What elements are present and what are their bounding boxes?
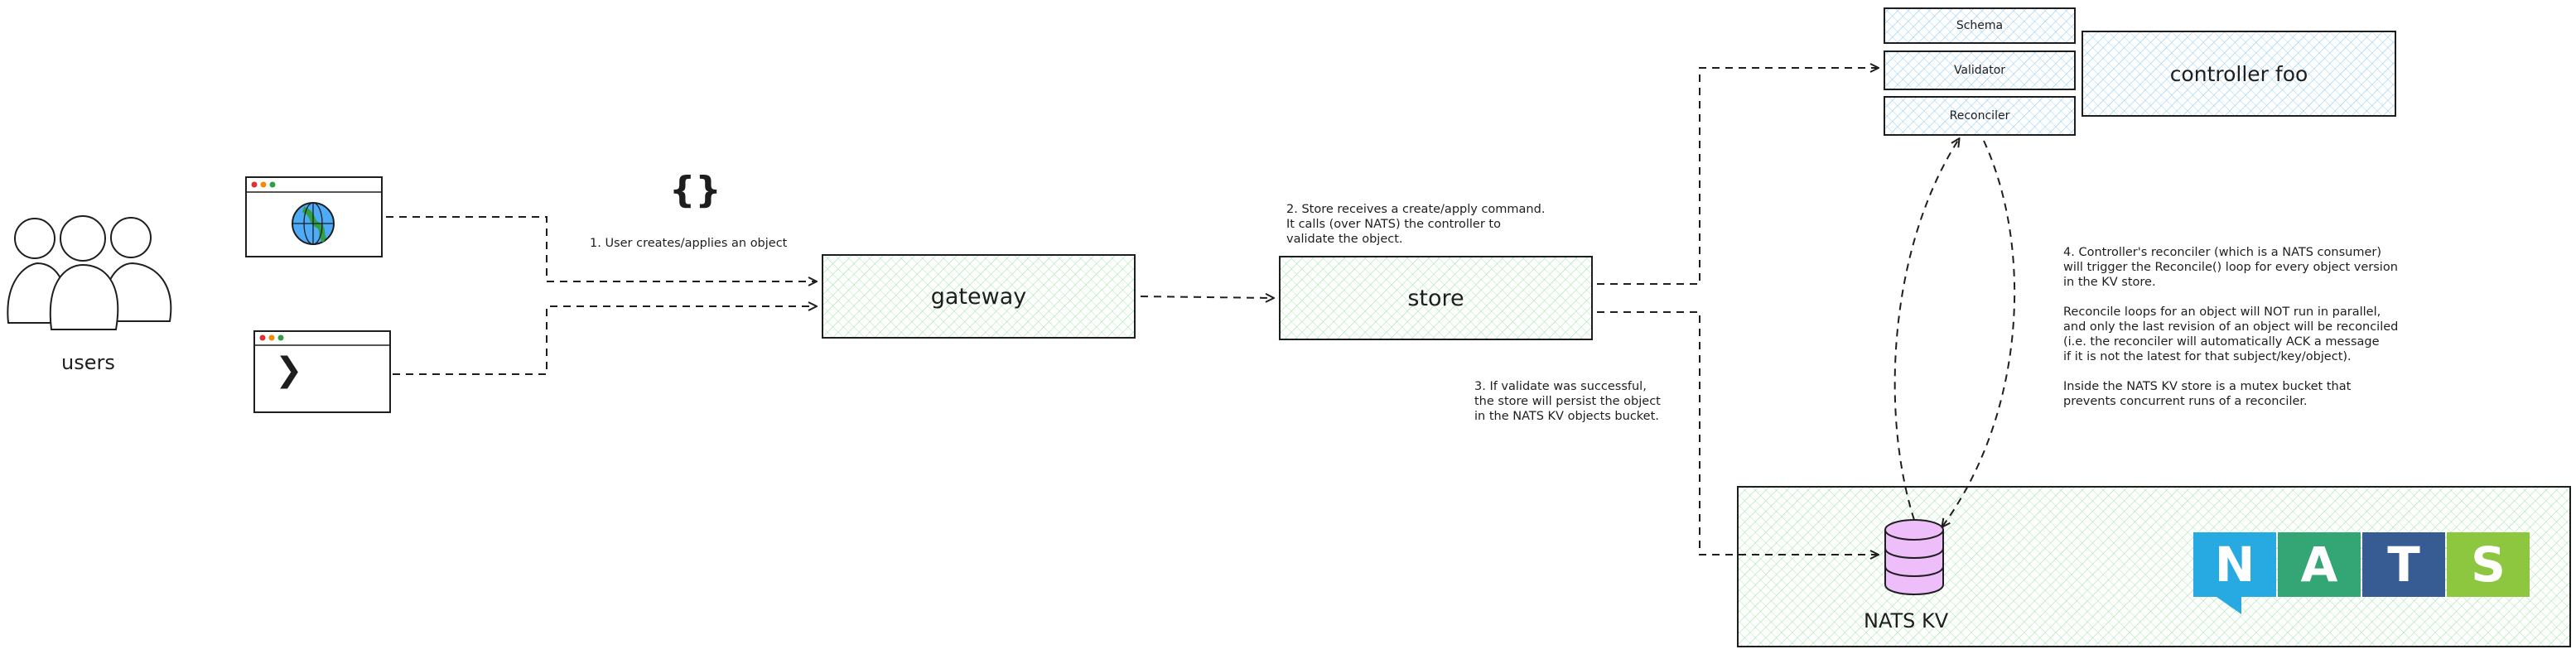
store-box [1279, 256, 1593, 340]
validator-box [1884, 50, 2076, 90]
users-icon [7, 215, 172, 330]
gateway-box [822, 254, 1136, 339]
step2-note: 2. Store receives a create/apply command… [1286, 203, 1546, 246]
reconciler-box [1884, 96, 2076, 136]
nats-logo [2193, 532, 2530, 614]
store-to-validator-arrow [1597, 68, 1878, 285]
step4-note: 4. Controller's reconciler (which is a N… [2063, 246, 2399, 408]
nats-container [1737, 486, 2571, 647]
gateway-to-store-arrow [1140, 296, 1273, 298]
nats-logo-letter-a: A [2300, 536, 2338, 593]
step3-note: 3. If validate was successful,the store … [1474, 380, 1661, 423]
controller-box [2082, 31, 2396, 117]
globe-icon [292, 202, 335, 245]
nats-kv-label: NATS KV [1864, 609, 1949, 632]
reconciler-label: Reconciler [1949, 109, 2010, 123]
nats-logo-letter-s: S [2471, 536, 2506, 593]
users-label: users [61, 351, 115, 374]
nats-logo-letter-n: N [2214, 536, 2255, 593]
database-icon [1884, 519, 1944, 595]
browser-window [245, 176, 383, 257]
step1-note: 1. User creates/applies an object [590, 237, 788, 250]
terminal-to-gateway-arrow [393, 306, 816, 375]
object-braces-icon: {} [669, 169, 721, 211]
gateway-label: gateway [930, 283, 1027, 310]
kv-to-reconciler-arrow [1893, 139, 1959, 521]
terminal-prompt-icon: ❯ [275, 351, 303, 389]
validator-label: Validator [1953, 64, 2006, 77]
terminal-window [253, 330, 391, 413]
controller-label: controller foo [2169, 61, 2308, 86]
nats-logo-letter-t: T [2387, 536, 2420, 593]
schema-box [1884, 7, 2076, 44]
store-label: store [1407, 285, 1464, 311]
schema-label: Schema [1956, 19, 2004, 32]
connectors [386, 68, 2016, 555]
reconciler-to-kv-arrow [1942, 140, 2016, 527]
browser-to-gateway-arrow [386, 216, 816, 281]
